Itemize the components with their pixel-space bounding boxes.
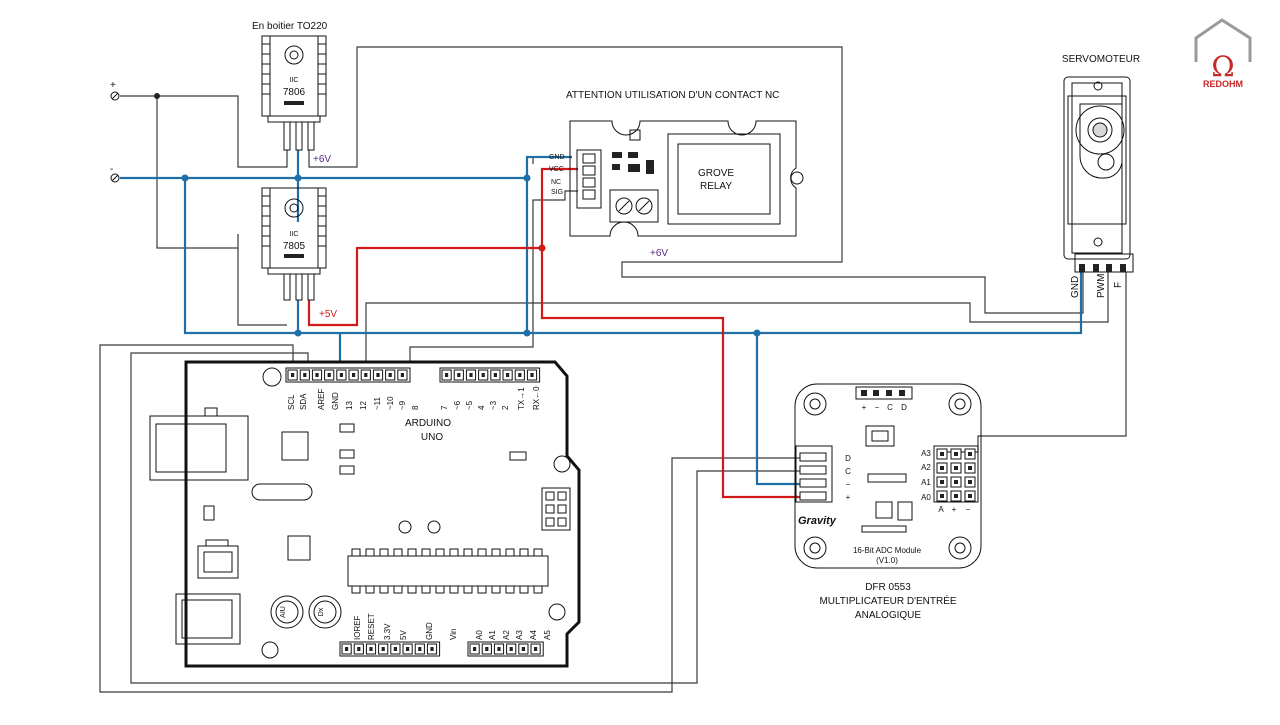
black-wires <box>99 46 1127 693</box>
arduino-bottom-pin-label: A1 <box>488 630 497 640</box>
adc-pin-a0: A0 <box>921 493 931 502</box>
arduino-top-pin-label: 7 <box>440 405 449 410</box>
arduino-top-pin-label: ~10 <box>386 396 395 410</box>
adc-pin-a2: A2 <box>921 463 931 472</box>
servo-pin-f: F <box>1113 282 1124 288</box>
adc-pin-a1: A1 <box>921 478 931 487</box>
adc-i2c-minus: − <box>846 480 851 489</box>
chip-number: 7805 <box>283 241 306 252</box>
regulator-7805: IIC 7805 +5V <box>261 187 337 320</box>
arduino-name-1: ARDUINO <box>405 418 451 429</box>
logo-text: REDOHM <box>1203 79 1243 89</box>
adc-brand: Gravity <box>798 515 837 527</box>
adc-i2c-c: C <box>845 467 851 476</box>
arduino-top-pin-label: 4 <box>477 405 486 410</box>
adc-top-pin-c: C <box>887 403 893 412</box>
adc-i2c-plus: + <box>846 493 851 502</box>
arduino-bottom-pin-label: A3 <box>515 630 524 640</box>
arduino-top-pin-label: SCL <box>287 394 296 410</box>
redohm-logo: Ω REDOHM <box>1194 18 1252 89</box>
arduino-bottom-pin-label: IOREF <box>353 615 362 640</box>
relay-title-2: RELAY <box>700 181 732 192</box>
relay-pin-sig: SIG <box>551 189 563 196</box>
omega-icon: Ω <box>1211 50 1234 83</box>
adc-bot-minus: − <box>966 505 971 514</box>
chip-top: IIC <box>290 77 299 84</box>
junction-dots <box>154 93 761 337</box>
relay-pin-gnd: GND <box>549 154 565 161</box>
plus-label: + <box>110 80 116 91</box>
arduino-top-pin-label: ~3 <box>489 400 498 410</box>
arduino-top-pin-label: ~6 <box>453 400 462 410</box>
adc-caption-1: DFR 0553 <box>865 582 911 593</box>
arduino-bottom-pin-label: GND <box>425 622 434 640</box>
cap2-label: Dx <box>318 607 325 616</box>
arduino-top-pin-label: ~5 <box>465 400 474 410</box>
servo-motor: SERVOMOTEUR GND PWM F <box>1062 54 1140 298</box>
arduino-top-pin-label: GND <box>331 392 340 410</box>
arduino-top-pin-label: TX→1 <box>517 387 526 410</box>
package-label: En boitier TO220 <box>252 21 328 32</box>
arduino-bottom-pin-label: RESET <box>367 613 376 640</box>
adc-bot-plus: + <box>952 505 957 514</box>
arduino-bottom-pin-label: 3.3V <box>383 623 392 640</box>
arduino-top-pin-label: 2 <box>501 405 510 410</box>
adc-module-line1: 16-Bit ADC Module <box>853 546 922 555</box>
adc-i2c-d: D <box>845 454 851 463</box>
servo-pin-gnd: GND <box>1070 276 1081 298</box>
arduino-bottom-pin-label: Vin <box>449 629 458 640</box>
chip-number: 7806 <box>283 87 306 98</box>
power-input: + - <box>110 80 120 183</box>
arduino-bottom-pin-label: A5 <box>543 630 552 640</box>
five-volt-label: +5V <box>319 309 337 320</box>
relay-warning: ATTENTION UTILISATION D'UN CONTACT NC <box>566 90 779 101</box>
arduino-top-pin-label: 8 <box>411 405 420 410</box>
adc-bot-a: A <box>938 505 944 514</box>
adc-module: + − C D D C − + Gravity A3 A2 A1 A0 A + … <box>794 383 982 621</box>
five-volt-wires <box>307 167 800 499</box>
servo-title: SERVOMOTEUR <box>1062 54 1140 65</box>
adc-caption-3: ANALOGIQUE <box>855 610 921 621</box>
arduino-top-pin-label: AREF <box>317 389 326 410</box>
minus-label: - <box>110 164 113 175</box>
servo-pin-pwm: PWM <box>1096 274 1107 298</box>
adc-pin-a3: A3 <box>921 449 931 458</box>
chip-top: IIC <box>290 231 299 238</box>
adc-caption-2: MULTIPLICATEUR D'ENTRÉE <box>819 594 956 607</box>
adc-top-pin-minus: − <box>875 403 880 412</box>
six-volt-label: +6V <box>313 154 331 165</box>
arduino-bottom-pin-label: A4 <box>529 630 538 640</box>
adc-top-pin-d: D <box>901 403 907 412</box>
arduino-top-pin-label: 12 <box>359 401 368 410</box>
adc-module-line2: (V1.0) <box>876 556 898 565</box>
arduino-top-pin-label: ~11 <box>373 396 382 410</box>
regulator-7806: En boitier TO220 IIC 7806 +6V <box>252 21 331 165</box>
arduino-top-pin-label: ~9 <box>398 400 407 410</box>
arduino-top-pin-label: SDA <box>299 393 308 410</box>
grove-relay: ATTENTION UTILISATION D'UN CONTACT NC GN… <box>549 90 804 259</box>
arduino-bottom-pin-label: A0 <box>475 630 484 640</box>
arduino-bottom-pin-label: A2 <box>502 630 511 640</box>
arduino-top-pin-label: 13 <box>345 401 354 410</box>
relay-pin-vcc: VCC <box>549 166 564 173</box>
cap1-label: AIU <box>280 606 287 618</box>
relay-title-1: GROVE <box>698 168 734 179</box>
arduino-name-2: UNO <box>421 432 443 443</box>
relay-pin-nc: NC <box>551 179 561 186</box>
arduino-top-pin-label: RX←0 <box>532 386 541 410</box>
arduino-bottom-pin-label: 5V <box>399 630 408 640</box>
relay-output-label: +6V <box>650 248 668 259</box>
adc-top-pin-plus: + <box>862 403 867 412</box>
